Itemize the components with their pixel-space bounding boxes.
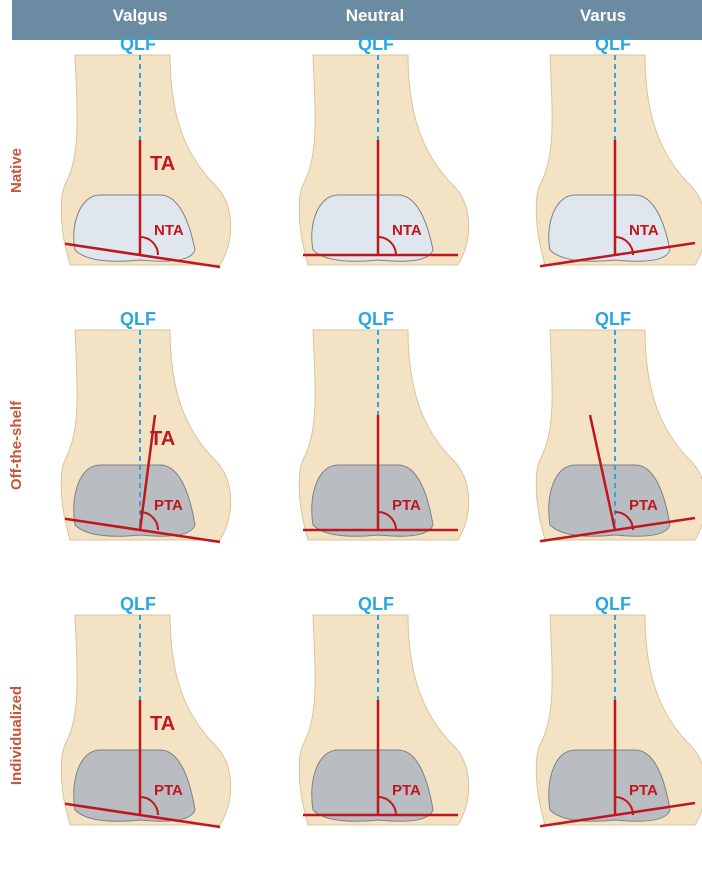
pta-label: PTA [154,497,183,514]
panel-neutral-native: QLF NTA [299,34,468,265]
panel-varus-individualized: QLF PTA [536,594,702,826]
qlf-label: QLF [595,309,631,329]
ta-label: TA [150,153,175,175]
pta-label: PTA [154,782,183,799]
nta-label: NTA [392,222,422,239]
qlf-label: QLF [358,34,394,54]
qlf-label: QLF [595,34,631,54]
panel-valgus-native: QLF TA NTA [61,34,230,267]
nta-label: NTA [629,222,659,239]
pta-label: PTA [629,497,658,514]
qlf-label: QLF [120,34,156,54]
pta-label: PTA [629,782,658,799]
panel-neutral-individualized: QLF PTA [299,594,468,825]
qlf-label: QLF [358,594,394,614]
nta-label: NTA [154,222,184,239]
panel-varus-off-the-shelf: QLF PTA [536,309,702,541]
panel-valgus-individualized: QLF TA PTA [61,594,230,827]
qlf-label: QLF [595,594,631,614]
pta-label: PTA [392,782,421,799]
ta-label: TA [150,428,175,450]
qlf-label: QLF [120,309,156,329]
ta-label: TA [150,713,175,735]
pta-label: PTA [392,497,421,514]
panel-varus-native: QLF NTA [536,34,702,266]
panel-neutral-off-the-shelf: QLF PTA [299,309,468,540]
panel-valgus-off-the-shelf: QLF TA PTA [61,309,230,542]
qlf-label: QLF [120,594,156,614]
qlf-label: QLF [358,309,394,329]
